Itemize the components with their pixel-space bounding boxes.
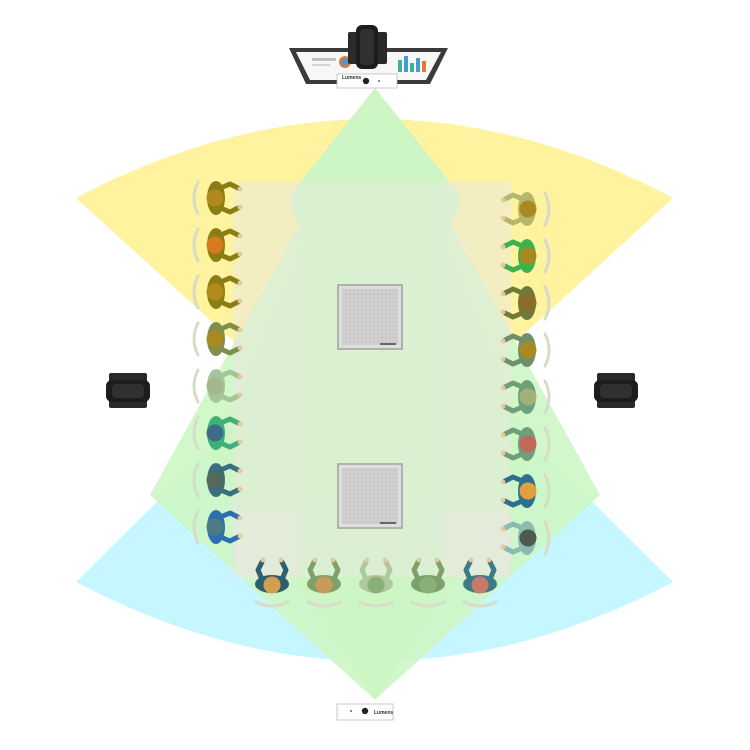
person-top-view-icon	[192, 462, 243, 498]
person-top-view-icon	[500, 191, 551, 227]
rear-camera-brand-text: Lumens	[374, 710, 393, 716]
person-top-view-icon	[462, 557, 498, 608]
person-top-view-icon	[192, 321, 243, 357]
person-top-view-icon	[192, 274, 243, 310]
person-top-view-icon	[500, 426, 551, 462]
ceiling-microphone-icon	[337, 463, 403, 529]
person-top-view-icon	[410, 557, 446, 608]
participants	[192, 180, 551, 608]
video-bar-brand-text: Lumens	[342, 75, 361, 81]
video-bar-device: Lumens	[336, 73, 398, 89]
ceiling-microphone-icon	[337, 284, 403, 350]
person-top-view-icon	[500, 520, 551, 556]
person-top-view-icon	[254, 557, 290, 608]
person-top-view-icon	[192, 415, 243, 451]
person-top-view-icon	[192, 368, 243, 404]
ptz-camera-icon	[594, 373, 638, 408]
person-top-view-icon	[500, 238, 551, 274]
ptz-camera-icon	[106, 373, 150, 408]
person-top-view-icon	[192, 509, 243, 545]
person-top-view-icon	[500, 332, 551, 368]
person-top-view-icon	[500, 379, 551, 415]
person-top-view-icon	[306, 557, 342, 608]
person-top-view-icon	[192, 180, 243, 216]
person-top-view-icon	[500, 473, 551, 509]
ptz-camera-icon	[348, 25, 387, 69]
person-top-view-icon	[192, 227, 243, 263]
usb-camera-icon: Lumens	[336, 703, 394, 721]
person-top-view-icon	[500, 285, 551, 321]
person-top-view-icon	[358, 557, 394, 608]
